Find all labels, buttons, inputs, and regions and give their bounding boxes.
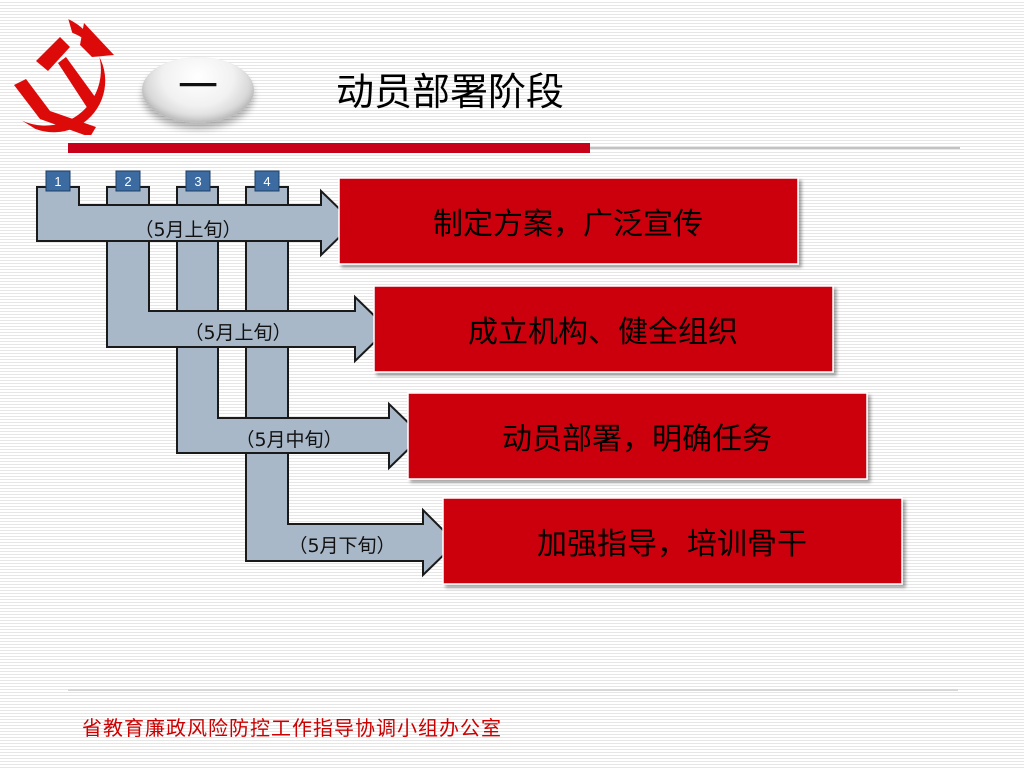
step-4-box: 加强指导，培训骨干 <box>442 497 903 585</box>
step-4-label: 加强指导，培训骨干 <box>537 527 807 562</box>
step-3-period: （5月中旬） <box>235 429 342 451</box>
flow-arrow-1 <box>36 186 356 258</box>
page-title: 动员部署阶段 <box>336 70 565 114</box>
step-tab-3-label: 3 <box>194 174 201 189</box>
step-tab-2: 2 <box>115 170 141 192</box>
section-number-badge: 一 <box>142 57 254 123</box>
footer-divider <box>68 689 958 691</box>
step-1-period: （5月上旬） <box>134 219 241 241</box>
step-2-label: 成立机构、健全组织 <box>468 315 738 350</box>
step-1-box: 制定方案，广泛宣传 <box>338 177 799 265</box>
step-tab-1-label: 1 <box>54 174 61 189</box>
step-tab-4-label: 4 <box>263 174 270 189</box>
section-number: 一 <box>178 64 218 110</box>
header-divider-gray <box>590 147 960 149</box>
flow-arrow-2 <box>106 186 390 364</box>
step-3-label: 动员部署，明确任务 <box>502 422 772 457</box>
header-divider-red <box>68 143 590 153</box>
step-tab-1: 1 <box>45 170 71 192</box>
step-1-label: 制定方案，广泛宣传 <box>433 207 703 242</box>
step-3-box: 动员部署，明确任务 <box>407 392 868 480</box>
party-emblem-logo <box>14 19 114 135</box>
footer-organization: 省教育廉政风险防控工作指导协调小组办公室 <box>82 716 502 740</box>
step-2-period: （5月上旬） <box>184 322 291 344</box>
step-tab-3: 3 <box>185 170 211 192</box>
step-tab-2-label: 2 <box>124 174 131 189</box>
step-tab-4: 4 <box>254 170 280 192</box>
step-2-box: 成立机构、健全组织 <box>373 285 834 373</box>
step-4-period: （5月下旬） <box>288 535 395 557</box>
